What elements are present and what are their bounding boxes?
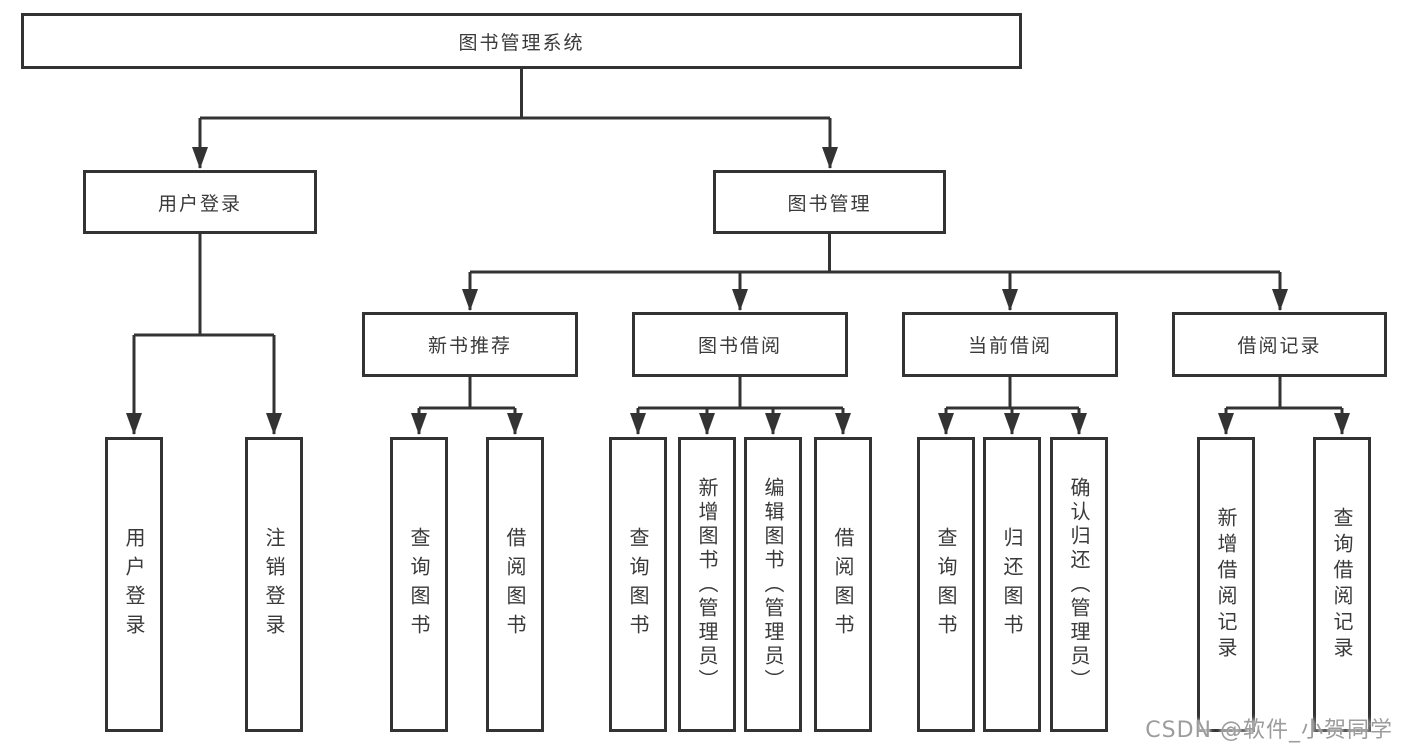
leaf-return-book: 归还图书 [983,437,1041,732]
leaf-borrow-books-2-label: 借阅图书 [831,526,855,643]
leaf-edit-book-admin-label: 编辑图书（管理员） [761,476,785,693]
node-current-borrow-label: 当前借阅 [967,335,1052,357]
leaf-query-books-3-label: 查询图书 [934,526,958,643]
leaf-return-book-label: 归还图书 [1000,526,1024,643]
leaf-query-books-1-label: 查询图书 [407,526,431,643]
leaf-logout: 注销登录 [245,437,303,732]
node-book-management-label: 图书管理 [787,192,872,215]
node-borrow-records-label: 借阅记录 [1237,335,1322,357]
node-new-book-recommend-label: 新书推荐 [427,335,512,357]
leaf-borrow-books-1-label: 借阅图书 [503,526,527,643]
node-user-login-label: 用户登录 [157,192,242,215]
leaf-borrow-books-2: 借阅图书 [814,437,872,732]
node-borrow-records: 借阅记录 [1172,312,1387,377]
leaf-add-book-admin: 新增图书（管理员） [678,437,736,732]
leaf-logout-label: 注销登录 [262,526,286,643]
csdn-watermark: CSDN @软件_小贺同学 [1145,718,1393,743]
leaf-query-books-2: 查询图书 [609,437,667,732]
leaf-query-borrow-record-label: 查询借阅记录 [1330,506,1354,663]
leaf-add-borrow-record: 新增借阅记录 [1197,437,1255,732]
node-user-login: 用户登录 [83,170,317,234]
node-book-borrow: 图书借阅 [632,312,848,377]
leaf-confirm-return-admin-label: 确认归还（管理员） [1067,476,1091,693]
leaf-query-books-2-label: 查询图书 [626,526,650,643]
leaf-query-books-3: 查询图书 [917,437,975,732]
leaf-add-book-admin-label: 新增图书（管理员） [695,476,719,693]
leaf-query-borrow-record: 查询借阅记录 [1313,437,1371,732]
node-root: 图书管理系统 [21,13,1022,69]
leaf-edit-book-admin: 编辑图书（管理员） [744,437,802,732]
node-new-book-recommend: 新书推荐 [362,312,578,377]
node-current-borrow: 当前借阅 [902,312,1118,377]
node-book-management: 图书管理 [713,170,946,234]
node-book-borrow-label: 图书借阅 [697,335,782,357]
leaf-user-login: 用户登录 [105,437,163,732]
leaf-confirm-return-admin: 确认归还（管理员） [1050,437,1108,732]
leaf-borrow-books-1: 借阅图书 [486,437,544,732]
leaf-query-books-1: 查询图书 [390,437,448,732]
leaf-user-login-label: 用户登录 [122,526,146,643]
leaf-add-borrow-record-label: 新增借阅记录 [1214,506,1238,663]
node-root-label: 图书管理系统 [458,31,585,54]
